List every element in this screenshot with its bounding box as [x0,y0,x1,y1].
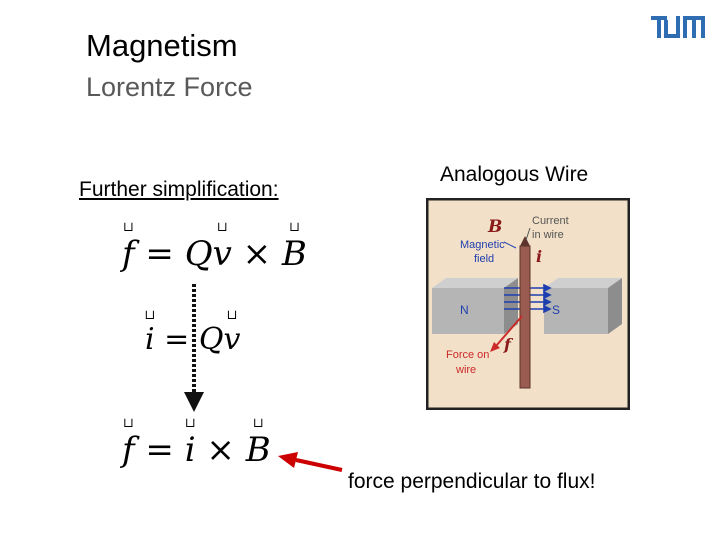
perpendicular-note: force perpendicular to flux! [348,470,596,493]
f-label: f [503,335,514,354]
force-label-1: Force on [446,349,489,361]
eq1-equals: = [134,234,185,274]
slide-subtitle: Lorentz Force [86,72,253,102]
force-label-2: wire [455,364,476,376]
magnetic-field-label-1: Magnetic [460,239,505,251]
eq1-charge-symbol: Q [184,234,213,274]
eq2-equals: = [154,322,199,357]
simplification-heading: Further simplification: [79,178,279,201]
down-arrow-head [184,392,204,412]
eq2-current-symbol: i [145,322,155,357]
magnetic-field-label-2: field [474,253,494,265]
south-pole-magnet [544,288,608,334]
north-pole-magnet [432,288,504,334]
current-pointer-line [525,227,531,241]
north-pole-side [504,278,518,334]
eq3-equals: = [134,430,185,470]
eq3-field-symbol: B [245,430,271,470]
b-label: B [487,217,502,237]
eq1-field-symbol: B [281,234,307,274]
analogous-wire-heading: Analogous Wire [440,163,589,186]
magnet-wire-diagram: B i f Magnetic field Current in wire For… [426,198,630,410]
field-pointer-line [503,241,517,249]
current-arrow [520,236,530,246]
eq1-cross: × [231,234,282,274]
south-pole-label: S [552,303,560,317]
tum-logo-icon [651,16,705,38]
force-arrow-line [495,315,523,347]
eq3-current-symbol: i [184,430,196,470]
current-label-2: in wire [532,229,564,241]
lorentz-force-equation: f = Qv × B [122,234,307,274]
wire-force-equation: f = i × B [122,430,271,470]
force-arrow-head [490,342,500,352]
slide-title: Magnetism [86,28,238,63]
eq3-cross: × [195,430,246,470]
current-equation: i = Qv [145,322,240,357]
north-pole-label: N [460,303,469,317]
pointer-arrow-icon [295,458,343,472]
eq2-velocity-symbol: v [223,322,241,357]
current-label-1: Current [532,215,569,227]
north-pole-top [432,278,518,288]
eq2-charge-symbol: Q [198,322,224,357]
i-label: i [536,247,542,266]
pointer-arrow-head [278,452,298,468]
south-pole-side [608,278,622,334]
eq1-force-symbol: f [122,234,135,274]
eq1-velocity-symbol: v [212,234,232,274]
south-pole-top [544,278,622,288]
eq3-force-symbol: f [122,430,135,470]
